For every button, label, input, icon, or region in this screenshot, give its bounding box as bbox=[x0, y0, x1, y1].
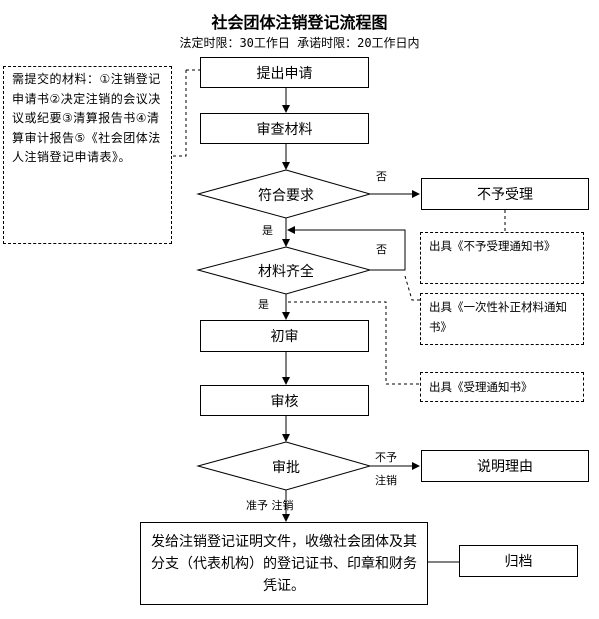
step-issue-certificate: 发给注销登记证明文件，收缴社会团体及其分支（代表机构）的登记证书、印章和财务凭证… bbox=[140, 522, 428, 605]
outcome-reject: 不予受理 bbox=[421, 178, 589, 210]
notice-supplement: 出具《一次性补正材料通知书》 bbox=[420, 293, 584, 345]
step-verify: 审核 bbox=[200, 385, 369, 416]
edge-label-approve-yes: 准予 注销 bbox=[246, 499, 294, 512]
edge-label-complete-yes: 是 bbox=[258, 298, 269, 311]
notice-accept: 出具《受理通知书》 bbox=[420, 372, 584, 402]
step-check-requirements-label: 符合要求 bbox=[258, 188, 314, 204]
notice-supplement-text: 出具《一次性补正材料通知书》 bbox=[429, 300, 567, 334]
edge-label-approve-no-1: 不予 bbox=[375, 451, 397, 464]
edge-label-requirements-yes: 是 bbox=[262, 224, 273, 237]
step-check-complete-label: 材料齐全 bbox=[258, 264, 314, 280]
step-archive: 归档 bbox=[459, 545, 578, 577]
time-limit-subtitle: 法定时限：30工作日 承诺时限：20工作日内 bbox=[179, 36, 420, 50]
notice-reject-text: 出具《不予受理通知书》 bbox=[429, 239, 556, 253]
edge-label-requirements-no: 否 bbox=[376, 170, 387, 183]
step-review: 审查材料 bbox=[200, 113, 369, 144]
step-apply: 提出申请 bbox=[200, 57, 369, 88]
notice-accept-text: 出具《受理通知书》 bbox=[429, 380, 533, 394]
materials-note-text: 需提交的材料：①注销登记申请书②决定注销的会议决议或纪要③清算报告书④清算审计报… bbox=[12, 72, 161, 164]
notice-reject: 出具《不予受理通知书》 bbox=[420, 232, 584, 284]
step-approve-label: 审批 bbox=[272, 460, 300, 476]
edge-label-complete-no: 否 bbox=[376, 243, 387, 256]
edge-label-approve-no-2: 注销 bbox=[375, 474, 397, 487]
materials-note-box bbox=[3, 66, 172, 244]
step-initial-review: 初审 bbox=[200, 320, 369, 352]
outcome-explain: 说明理由 bbox=[421, 450, 589, 482]
page-title: 社会团体注销登记流程图 bbox=[211, 13, 388, 32]
